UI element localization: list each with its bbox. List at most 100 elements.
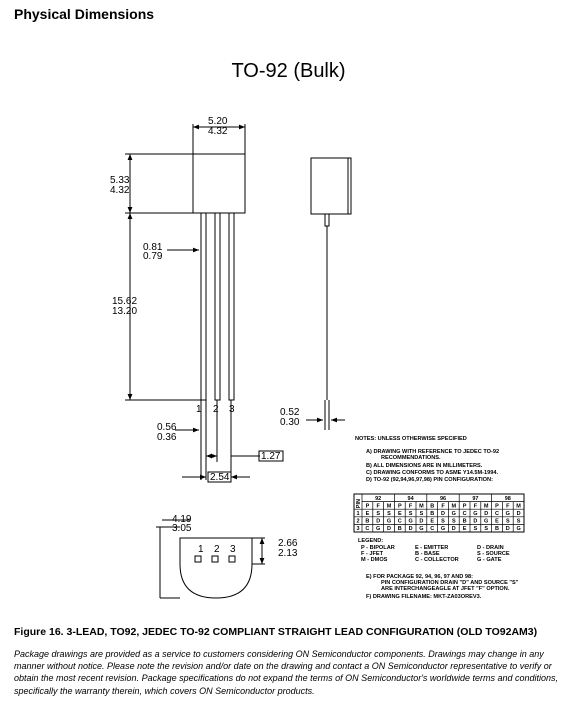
table-cell: C	[430, 526, 434, 532]
table-subheader: B	[430, 503, 434, 509]
table-cell: B	[495, 526, 499, 532]
table-cell: C	[365, 526, 369, 532]
table-cell: B	[365, 519, 369, 525]
note-e-cont: ARE INTERCHANGEAGLE AT JFET "F" OPTION.	[381, 586, 510, 592]
note-d: D) TO-92 (92,94,96,97,98) PIN CONFIGURAT…	[366, 477, 493, 483]
table-cell: D	[517, 511, 521, 517]
table-cell: S	[409, 511, 413, 517]
table-subheader: P	[366, 503, 370, 509]
table-cell: B	[463, 519, 467, 525]
table-cell: E	[495, 519, 499, 525]
legend-item: P - BIPOLAR	[361, 545, 395, 551]
package-drawing: 1 2 3 5.20 4.32 5.33 4.32 0.81 0.79 15.6…	[110, 116, 525, 600]
dim-label: 0.36	[157, 432, 177, 443]
page-title: Physical Dimensions	[14, 6, 155, 22]
legend-item: S - SOURCE	[477, 551, 510, 557]
table-cell: C	[495, 511, 499, 517]
table-cell: C	[463, 511, 467, 517]
bottom-view	[156, 519, 265, 599]
table-cell: D	[452, 526, 456, 532]
table-cell: E	[366, 511, 370, 517]
pin-label: 2	[214, 544, 220, 555]
table-cell: S	[452, 519, 456, 525]
table-subheader: M	[452, 503, 457, 509]
table-cell: G	[408, 519, 412, 525]
legend-item: F - JFET	[361, 551, 384, 557]
note-a-cont: RECOMMENDATIONS.	[381, 455, 441, 461]
side-dimension-labels: 0.52 0.30	[280, 407, 300, 428]
pin-label: 1	[196, 404, 202, 415]
table-cell: G	[387, 519, 391, 525]
legend-item: C - COLLECTOR	[415, 557, 459, 563]
dim-label: 15.62	[112, 296, 137, 307]
table-subheader: M	[516, 503, 521, 509]
table-subheader: M	[484, 503, 489, 509]
front-dimension-labels: 5.20 4.32 5.33 4.32 0.81 0.79 15.62 13.2…	[110, 116, 281, 483]
table-cell: S	[484, 526, 488, 532]
dim-label: 5.20	[208, 116, 228, 127]
table-group-header: 92	[375, 496, 381, 502]
note-b: B) ALL DIMENSIONS ARE IN MILLIMETERS.	[366, 463, 483, 469]
table-cell: G	[484, 519, 488, 525]
dim-label: 3.05	[172, 523, 192, 534]
table-subheader: F	[409, 503, 413, 509]
note-e: E) FOR PACKAGE 92, 94, 96, 97 AND 98:	[366, 574, 473, 580]
pin-label: 2	[213, 404, 219, 415]
table-group-header: 97	[472, 496, 478, 502]
table-cell: S	[474, 526, 478, 532]
legend-item: D - DRAIN	[477, 545, 504, 551]
table-cell: B	[430, 511, 434, 517]
table-subheader: F	[506, 503, 510, 509]
table-subheader: F	[441, 503, 445, 509]
table-pin-header: PIN	[356, 499, 362, 508]
legend-item: M - DMOS	[361, 557, 388, 563]
table-subheader: M	[387, 503, 392, 509]
pin-label: 3	[230, 544, 236, 555]
table-cell: D	[387, 526, 391, 532]
dim-label: 0.81	[143, 242, 163, 253]
bottom-labels: 1 2 3 4.19 3.05 2.66 2.13	[172, 514, 298, 559]
dim-label: 1.27	[261, 451, 281, 462]
table-cell: S	[376, 511, 380, 517]
table-cell: D	[484, 511, 488, 517]
table-cell: E	[398, 511, 402, 517]
table-cell: E	[430, 519, 434, 525]
legend-item: G - GATE	[477, 557, 502, 563]
table-cell: D	[409, 526, 413, 532]
table-subheader: P	[495, 503, 499, 509]
table-cell: D	[473, 519, 477, 525]
note-e-cont: PIN CONFIGURATION DRAIN "D" AND SOURCE "…	[381, 580, 519, 586]
notes-header: NOTES: UNLESS OTHERWISE SPECIFIED	[355, 436, 467, 442]
table-group-header: 94	[408, 496, 415, 502]
table-subheader: M	[419, 503, 424, 509]
side-view	[306, 157, 352, 430]
dim-label: 0.79	[143, 251, 163, 262]
legend-title: LEGEND:	[358, 538, 383, 544]
table-cell: S	[420, 511, 424, 517]
table-group-header: 96	[440, 496, 446, 502]
table-cell: S	[506, 519, 510, 525]
drawing-title: TO-92 (Bulk)	[231, 60, 346, 82]
dim-label: 5.33	[110, 175, 130, 186]
legend-item: E - EMITTER	[415, 545, 448, 551]
disclaimer-text: Package drawings are provided as a servi…	[14, 649, 558, 696]
table-subheader: F	[377, 503, 381, 509]
pin-label: 1	[198, 544, 204, 555]
table-cell: D	[441, 511, 445, 517]
table-cell: G	[441, 526, 445, 532]
note-c: C) DRAWING CONFORMS TO ASME Y14.5M-1994.	[366, 470, 498, 476]
dim-label: 4.32	[110, 185, 130, 196]
table-cell: E	[463, 526, 467, 532]
table-subheader: P	[463, 503, 467, 509]
table-group-header: 98	[505, 496, 511, 502]
note-f: F) DRAWING FILENAME: MKT-ZA03OREV3.	[366, 594, 482, 600]
table-cell: G	[506, 511, 510, 517]
table-cell: D	[376, 519, 380, 525]
table-cell: D	[506, 526, 510, 532]
table-cell: G	[419, 526, 423, 532]
table-cell: G	[516, 526, 520, 532]
table-cell: S	[441, 519, 445, 525]
table-pin-number: 1	[356, 511, 359, 517]
dim-label: 13.20	[112, 306, 137, 317]
